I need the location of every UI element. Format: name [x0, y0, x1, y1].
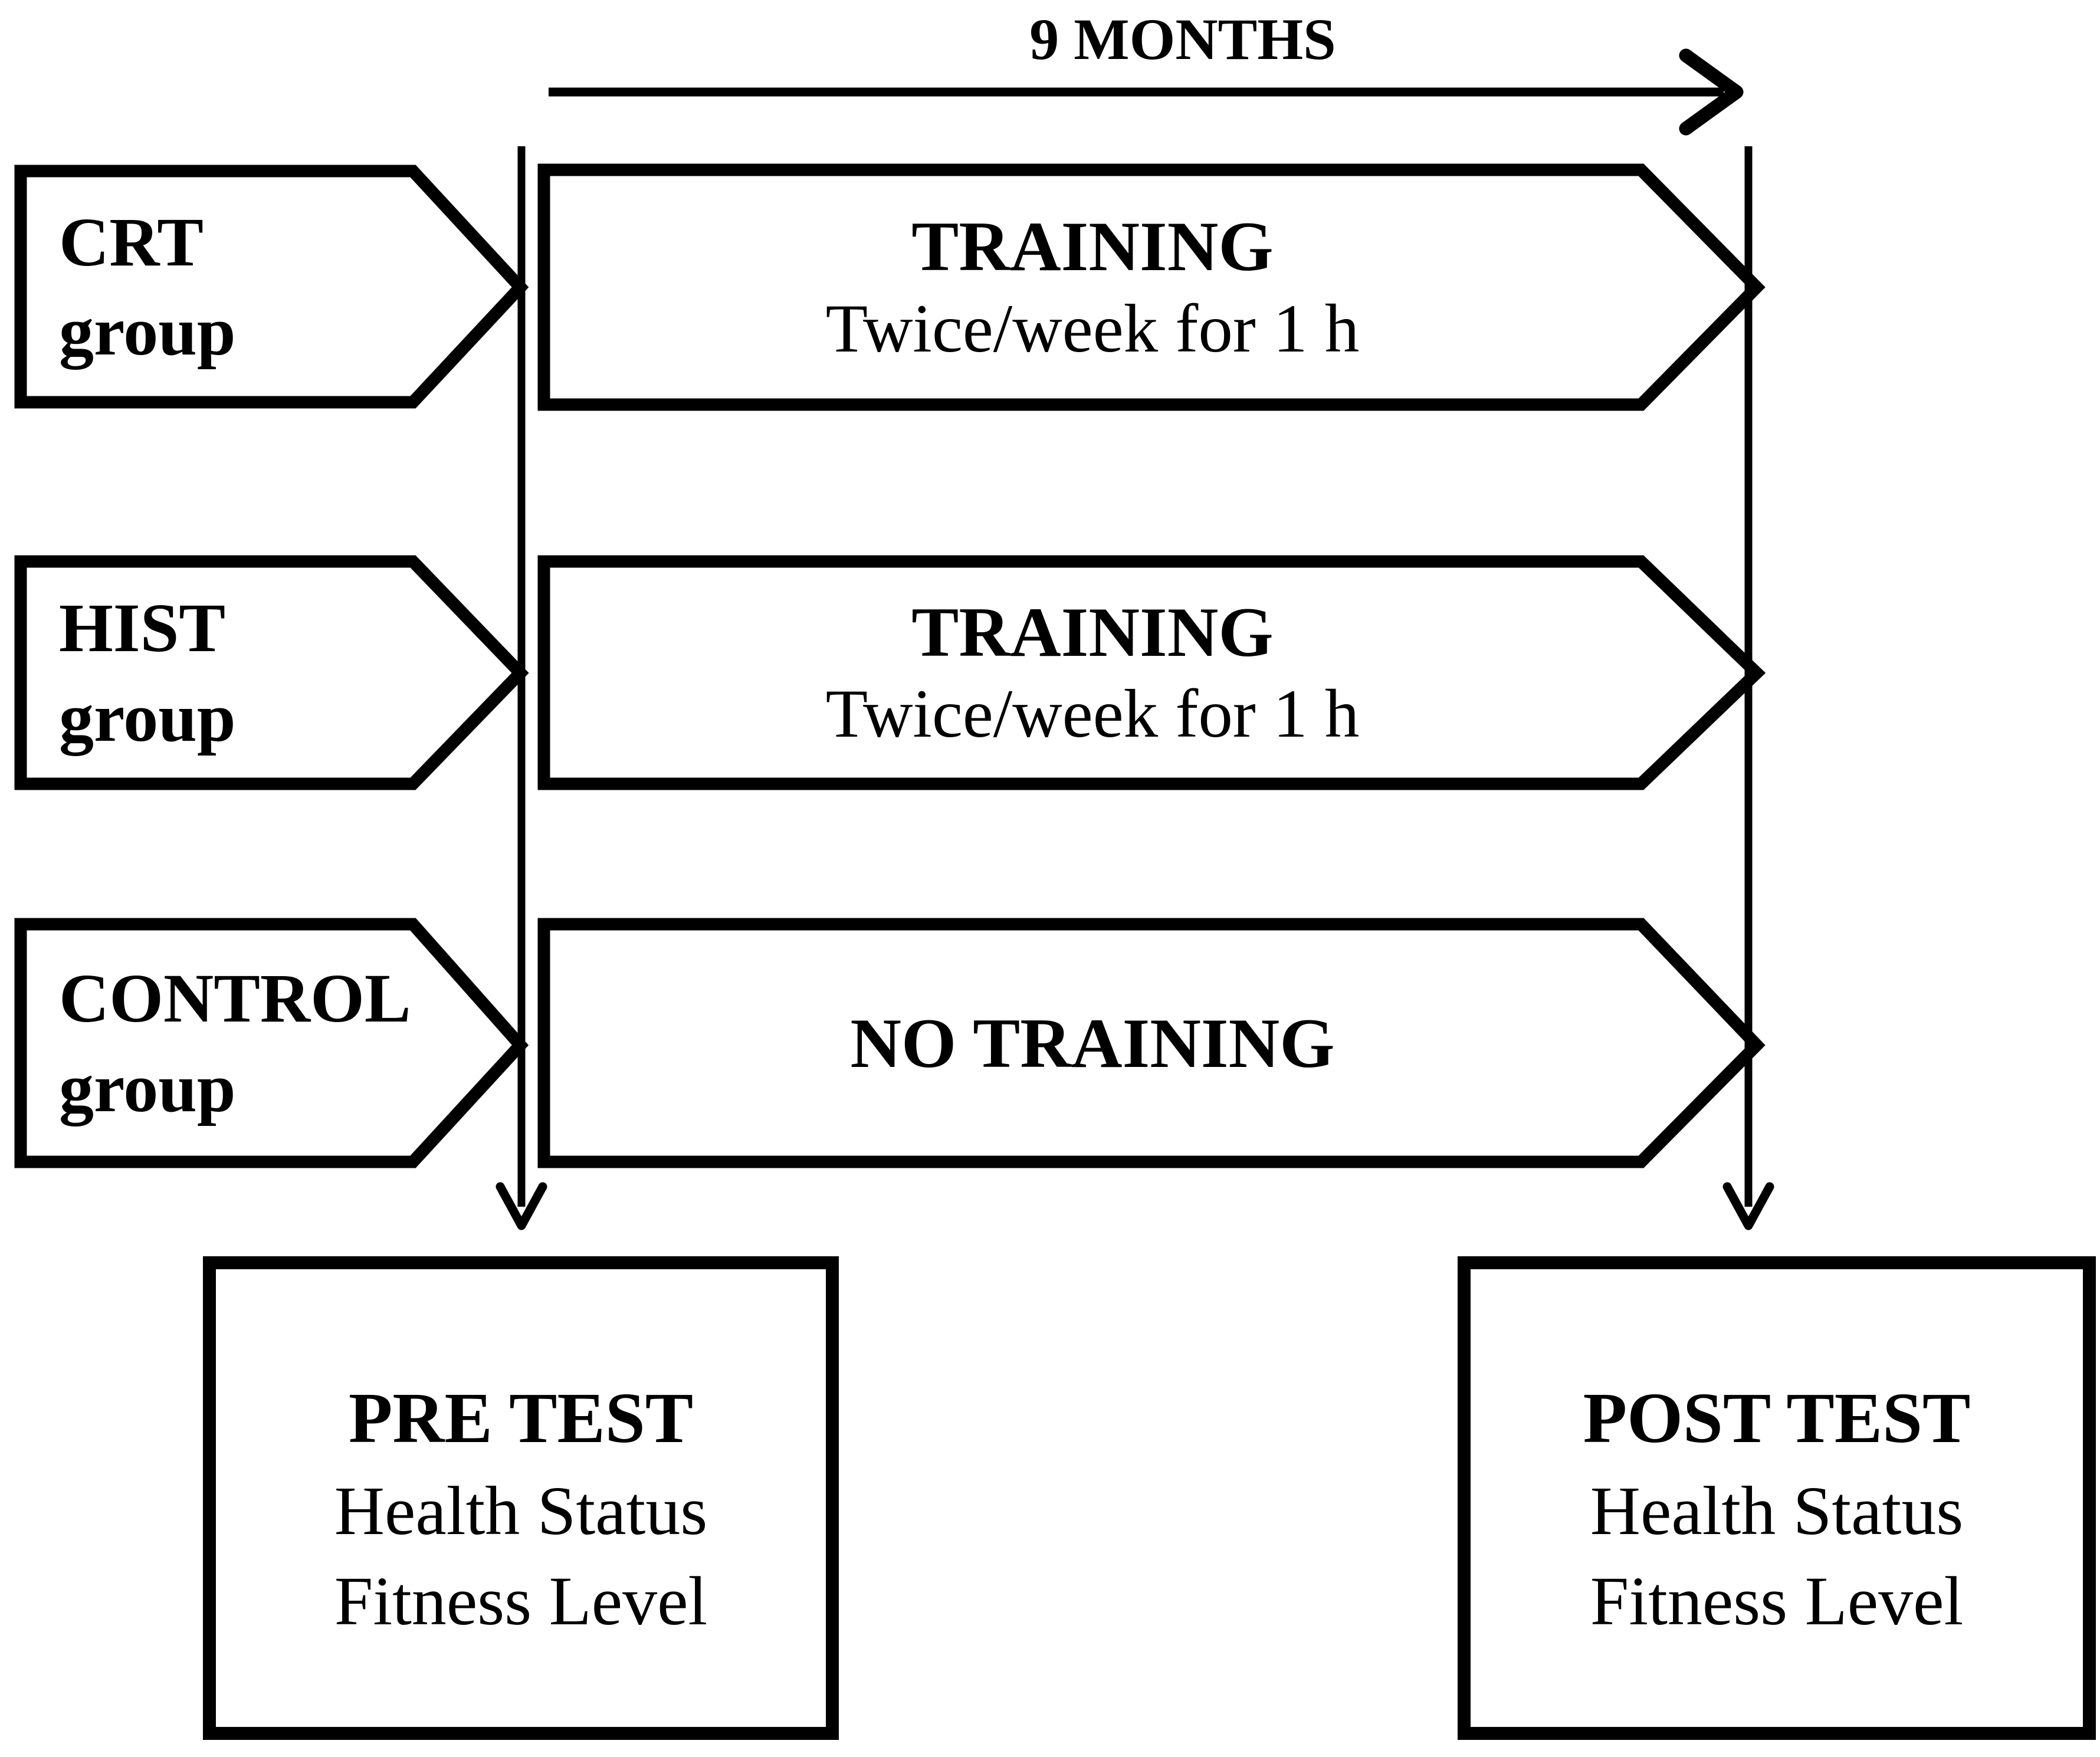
hist-training-band	[537, 555, 1766, 790]
timeline-label: 9 MONTHS	[1029, 6, 1336, 72]
crt-band-label: TRAINING Twice/week for 1 h	[544, 170, 1641, 405]
timeline-arrowhead-icon	[1679, 48, 1744, 136]
control-group-pentagon	[14, 918, 529, 1168]
crt-training-band	[537, 163, 1766, 411]
hist-band-label: TRAINING Twice/week for 1 h	[544, 561, 1641, 784]
crt-group-label: CRT group	[21, 171, 413, 402]
pre-test-line2: Fitness Level	[334, 1562, 708, 1640]
hist-group-name-line2: group	[59, 678, 236, 756]
hist-band-title: TRAINING	[911, 592, 1274, 671]
post-test-title: POST TEST	[1583, 1378, 1971, 1458]
hist-group-label: HIST group	[21, 561, 413, 784]
pre-test-line1: Health Status	[334, 1472, 708, 1549]
post-test-box	[1458, 1256, 2096, 1740]
pre-test-box	[203, 1256, 839, 1740]
posttest-down-arrowhead-icon	[1722, 1182, 1774, 1230]
control-no-training-band	[537, 918, 1766, 1168]
crt-group-name-line2: group	[59, 293, 236, 370]
post-test-line1: Health Status	[1590, 1472, 1964, 1549]
pretest-down-arrowhead-icon	[496, 1182, 547, 1230]
crt-group-pentagon	[14, 165, 529, 409]
control-group-name-line2: group	[59, 1049, 236, 1127]
control-group-name-line1: CONTROL	[59, 960, 411, 1037]
hist-group-pentagon	[14, 555, 529, 790]
pre-test-title: PRE TEST	[348, 1378, 694, 1458]
pre-test-label: PRE TEST Health Status Fitness Level	[209, 1263, 832, 1733]
crt-band-title: TRAINING	[911, 207, 1274, 286]
post-test-label: POST TEST Health Status Fitness Level	[1464, 1263, 2089, 1733]
crt-group-name-line1: CRT	[59, 203, 204, 281]
hist-band-subtitle: Twice/week for 1 h	[825, 676, 1360, 753]
control-band-label: NO TRAINING	[544, 924, 1641, 1162]
control-band-title: NO TRAINING	[850, 1003, 1335, 1082]
hist-group-name-line1: HIST	[59, 589, 226, 667]
post-test-line2: Fitness Level	[1590, 1562, 1964, 1640]
control-group-label: CONTROL group	[21, 924, 413, 1162]
crt-band-subtitle: Twice/week for 1 h	[825, 290, 1360, 367]
